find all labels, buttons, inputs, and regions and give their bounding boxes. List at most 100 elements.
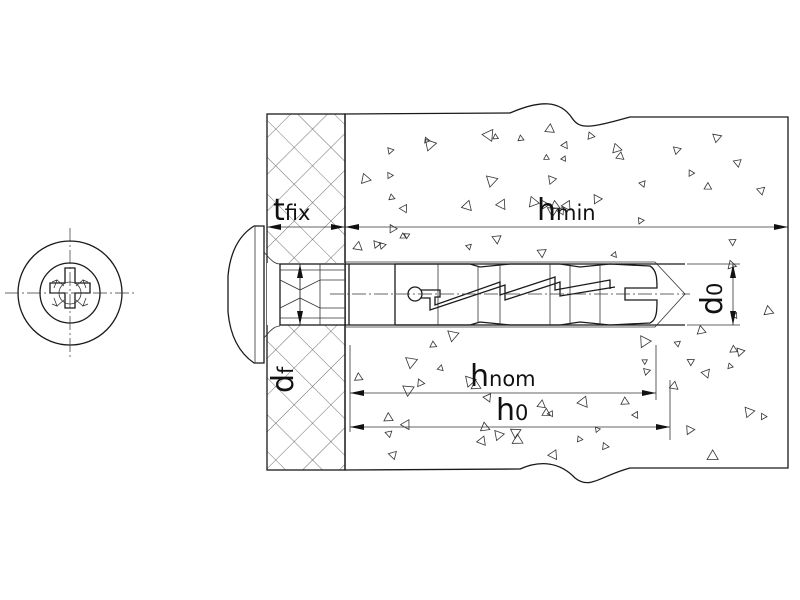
dimension-d0 bbox=[687, 263, 740, 326]
aggregate-mark bbox=[560, 155, 566, 162]
aggregate-mark bbox=[728, 239, 737, 247]
aggregate-mark bbox=[602, 441, 610, 451]
screw-head-view bbox=[5, 228, 135, 358]
aggregate-mark bbox=[417, 378, 426, 388]
aggregate-mark bbox=[736, 347, 746, 358]
aggregate-mark bbox=[637, 217, 646, 225]
aggregate-mark bbox=[546, 409, 553, 418]
zigzag-slot bbox=[421, 276, 616, 311]
aggregate-mark bbox=[594, 426, 602, 434]
dowel-collar bbox=[279, 263, 346, 326]
label-d0-sub: 0 bbox=[703, 283, 727, 296]
aggregate-mark bbox=[641, 359, 648, 366]
aggregate-mark bbox=[424, 138, 438, 152]
aggregate-mark bbox=[492, 132, 500, 140]
aggregate-mark bbox=[559, 140, 568, 150]
aggregate-mark bbox=[464, 243, 472, 251]
aggregate-mark bbox=[460, 199, 472, 212]
aggregate-mark bbox=[576, 395, 588, 408]
label-d0-main: d bbox=[695, 296, 730, 315]
expansion-sleeve-outline bbox=[395, 263, 658, 326]
aggregate-mark bbox=[475, 435, 486, 446]
aggregate-mark bbox=[587, 131, 596, 140]
aggregate-mark bbox=[378, 241, 387, 250]
aggregate-mark bbox=[511, 433, 524, 444]
label-hmin: hmin bbox=[537, 193, 596, 228]
aggregate-mark bbox=[620, 396, 630, 405]
aggregate-mark bbox=[546, 207, 559, 218]
aggregate-mark bbox=[436, 364, 444, 372]
aggregate-mark bbox=[712, 133, 723, 144]
aggregate-mark bbox=[615, 151, 625, 160]
label-tfix-main: t bbox=[273, 193, 285, 228]
aggregate-mark bbox=[706, 449, 719, 460]
aggregate-mark bbox=[730, 311, 738, 320]
label-df-main: d bbox=[266, 374, 301, 393]
label-hmin-main: h bbox=[537, 193, 556, 228]
dowel-body bbox=[330, 261, 690, 328]
aggregate-mark bbox=[610, 250, 617, 259]
aggregate-mark bbox=[429, 340, 438, 348]
aggregate-mark bbox=[727, 259, 738, 270]
screw-head-underside bbox=[263, 251, 281, 339]
concrete-base bbox=[344, 103, 789, 484]
aggregate-mark bbox=[560, 199, 571, 211]
aggregate-mark bbox=[528, 195, 541, 208]
aggregate-mark bbox=[696, 324, 707, 335]
aggregate-mark bbox=[491, 235, 502, 245]
aggregate-mark bbox=[424, 136, 431, 144]
aggregate-mark bbox=[686, 359, 696, 367]
label-h0-main: h bbox=[496, 393, 515, 428]
aggregate-mark bbox=[755, 186, 766, 196]
aggregate-mark bbox=[688, 169, 696, 178]
label-hmin-sub: min bbox=[556, 201, 596, 225]
aggregate-mark bbox=[387, 450, 397, 461]
aggregate-mark bbox=[727, 362, 734, 370]
aggregate-mark bbox=[479, 421, 491, 432]
label-df: df bbox=[266, 366, 301, 393]
aggregate-mark bbox=[387, 147, 395, 155]
aggregate-mark bbox=[630, 410, 639, 419]
aggregate-mark bbox=[481, 128, 494, 143]
aggregate-mark bbox=[729, 344, 739, 353]
dimension-h0 bbox=[350, 380, 671, 440]
aggregate-mark bbox=[541, 407, 551, 416]
screw-head bbox=[227, 225, 265, 364]
aggregate-mark bbox=[389, 223, 398, 234]
aggregate-mark bbox=[403, 233, 411, 240]
drill-hole-tip bbox=[345, 261, 686, 328]
label-h0: h0 bbox=[496, 393, 528, 428]
label-hnom-main: h bbox=[470, 359, 489, 394]
aggregate-mark bbox=[482, 393, 492, 403]
aggregate-mark bbox=[763, 304, 775, 316]
collar-teeth bbox=[279, 264, 345, 325]
aggregate-mark bbox=[494, 429, 506, 442]
aggregate-mark bbox=[384, 430, 393, 439]
dimension-hnom bbox=[349, 345, 657, 432]
label-d0: d0 bbox=[695, 283, 730, 315]
label-h0-sub: 0 bbox=[515, 401, 528, 425]
aggregate-mark bbox=[612, 142, 623, 154]
aggregate-mark bbox=[555, 206, 565, 216]
aggregate-mark bbox=[465, 375, 477, 388]
aggregate-mark bbox=[536, 249, 547, 259]
drill-hole-walls bbox=[345, 263, 685, 326]
aggregate-mark bbox=[405, 357, 419, 370]
aggregate-mark bbox=[353, 372, 364, 381]
aggregate-mark bbox=[388, 193, 396, 201]
aggregate-mark bbox=[546, 449, 558, 461]
aggregate-mark bbox=[536, 399, 546, 409]
aggregate-mark bbox=[640, 335, 652, 349]
collar-outline bbox=[279, 263, 346, 326]
aggregate-mark bbox=[638, 180, 646, 188]
aggregate-mark bbox=[544, 123, 555, 133]
concrete-aggregate bbox=[352, 123, 775, 461]
recess-points bbox=[51, 279, 89, 307]
aggregate-mark bbox=[543, 153, 550, 160]
aggregate-mark bbox=[383, 411, 394, 422]
aggregate-mark bbox=[352, 240, 363, 251]
sleeve-segments bbox=[437, 264, 601, 325]
aggregate-mark bbox=[761, 412, 768, 421]
aggregate-mark bbox=[700, 368, 710, 379]
aggregate-mark bbox=[387, 171, 395, 180]
